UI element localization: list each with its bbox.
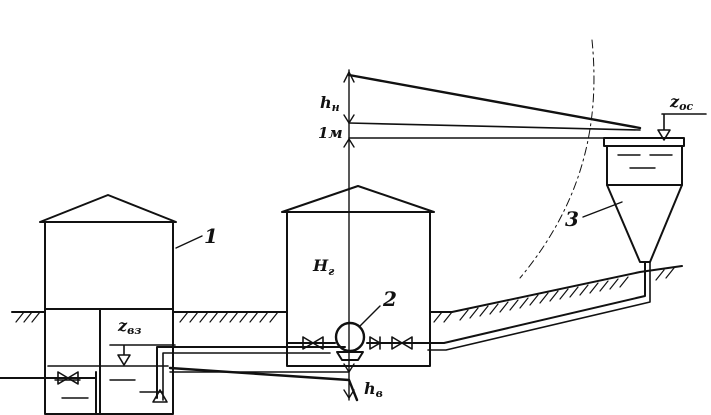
- ground-slope: [451, 265, 683, 313]
- geodetic-head-label: Hг: [312, 256, 335, 278]
- suction-strainer: [152, 389, 168, 403]
- z-oc-marker: [657, 113, 707, 141]
- pump-building: [281, 185, 435, 367]
- z-oc-label: zос: [669, 92, 693, 113]
- suction-pipe-inner: [162, 352, 331, 401]
- tank-3-leader: [582, 201, 623, 218]
- building-1: [0, 194, 346, 415]
- h-n-label: hн: [320, 93, 340, 114]
- h-v-label: hв: [364, 379, 383, 400]
- pump-leader: [359, 305, 381, 327]
- z-vz-label: zвз: [117, 316, 141, 337]
- axis-arrow-1m-bottom: [343, 138, 355, 148]
- break-curve: [519, 39, 595, 279]
- head-line-lower: [168, 366, 359, 402]
- tank-3-rim: [603, 137, 685, 147]
- pressure-pipeline-inner: [427, 261, 651, 351]
- z-vz-marker: [109, 344, 176, 366]
- pump-body: [334, 321, 366, 353]
- tank-3: [603, 113, 707, 263]
- building-1-roof: [39, 194, 177, 223]
- building-1-leader: [175, 235, 203, 249]
- pump-base: [336, 351, 364, 361]
- one-meter-label: 1м: [318, 124, 343, 142]
- ground: [11, 265, 683, 323]
- dimension-axis: [343, 69, 355, 401]
- pressure-pipeline: [427, 261, 646, 344]
- pump-valve-left: [302, 336, 324, 350]
- tank-3-label: 3: [565, 207, 579, 231]
- inlet-valve: [57, 371, 79, 385]
- axis-arrow-top: [343, 71, 355, 83]
- pump-building-roof: [281, 185, 435, 213]
- ground-hatch: [15, 267, 675, 323]
- axis-arrow-hv-bottom: [343, 389, 355, 399]
- suction-pipe: [156, 346, 346, 399]
- head-line-upper: [347, 73, 642, 130]
- pump-label: 2: [382, 287, 397, 311]
- pump-check-valve: [369, 336, 381, 350]
- building-1-label: 1: [204, 224, 218, 248]
- tank-3-cone: [606, 184, 683, 263]
- pump-valve-right: [391, 336, 413, 350]
- level-line-1m-top: [348, 122, 641, 131]
- building-1-body: [44, 221, 174, 415]
- pump-building-body: [286, 211, 431, 367]
- tank-3-cylinder: [606, 145, 683, 186]
